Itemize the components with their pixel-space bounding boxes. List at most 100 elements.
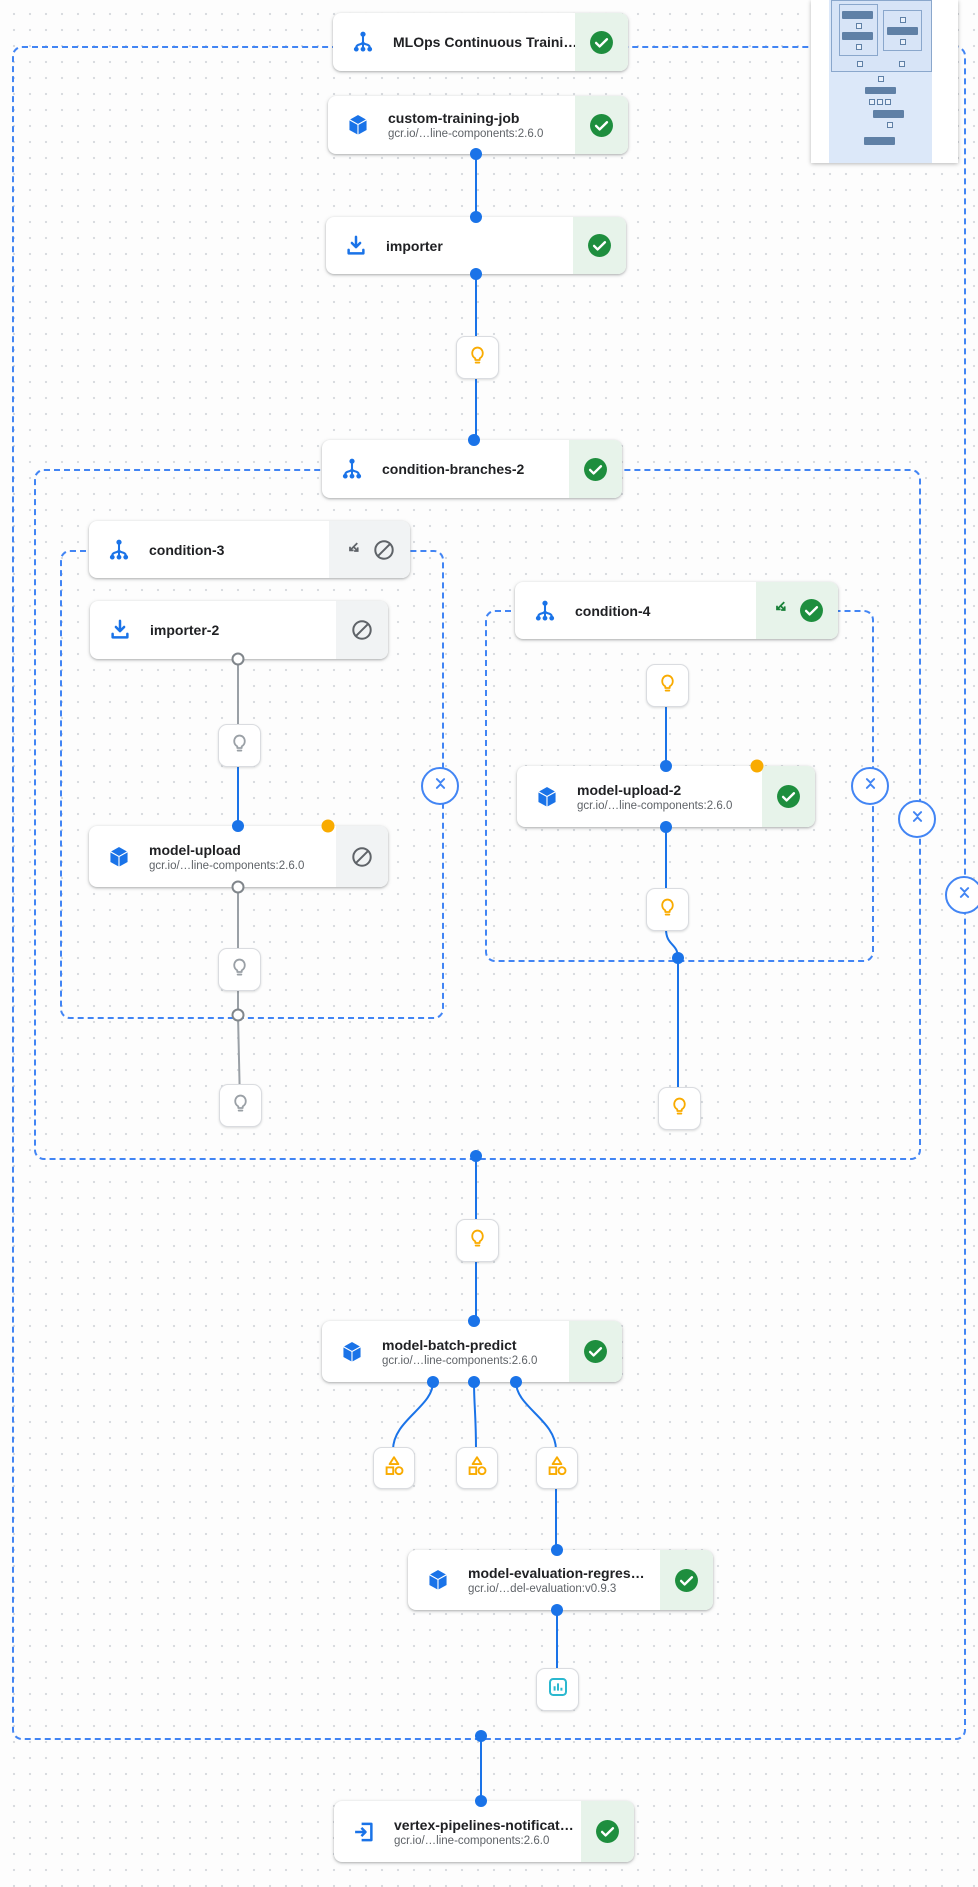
collapse-group-button[interactable] xyxy=(851,767,889,805)
node-condition-branches-2[interactable]: condition-branches-2 xyxy=(322,440,622,498)
artifact-node[interactable] xyxy=(373,1447,415,1489)
node-subtitle: gcr.io/…line-components:2.6.0 xyxy=(394,1834,550,1847)
node-title: custom-training-job xyxy=(388,110,520,126)
collapse-chevrons-icon xyxy=(859,772,882,800)
shapes-icon xyxy=(545,1454,569,1483)
lightbulb-icon xyxy=(668,1095,691,1123)
cube-icon xyxy=(322,1339,382,1365)
minimap-node xyxy=(856,44,862,50)
node-mlops-pipeline[interactable]: MLOps Continuous Traini… xyxy=(333,13,628,71)
minimap-node xyxy=(877,99,883,105)
metrics-artifact-node[interactable] xyxy=(536,1668,579,1711)
shapes-icon xyxy=(382,1454,406,1483)
status-badge xyxy=(336,601,388,659)
status-badge xyxy=(569,440,622,498)
check-circle-icon xyxy=(776,784,801,809)
collapse-group-button[interactable] xyxy=(421,767,459,805)
execution-node[interactable] xyxy=(658,1087,701,1130)
node-model-evaluation-regression[interactable]: model-evaluation-regres… gcr.io/…del-eva… xyxy=(408,1550,713,1610)
minimap-node xyxy=(885,99,891,105)
minimap-node xyxy=(887,122,893,128)
execution-node[interactable] xyxy=(218,724,261,767)
cube-icon xyxy=(89,844,149,870)
collapse-chevrons-icon xyxy=(953,881,976,909)
collapse-chevrons-icon xyxy=(906,805,929,833)
node-subtitle: gcr.io/…del-evaluation:v0.9.3 xyxy=(468,1583,617,1595)
minimap-node xyxy=(900,17,906,23)
node-title: model-batch-predict xyxy=(382,1336,517,1353)
status-badge xyxy=(329,521,410,578)
check-circle-icon xyxy=(799,598,824,623)
lightbulb-icon xyxy=(228,956,251,984)
check-circle-icon xyxy=(595,1819,620,1844)
execution-node[interactable] xyxy=(218,948,261,991)
node-condition-4[interactable]: condition-4 xyxy=(515,582,838,639)
node-subtitle: gcr.io/…line-components:2.6.0 xyxy=(382,1354,538,1367)
node-title: model-upload xyxy=(149,841,241,858)
cube-icon xyxy=(328,112,388,138)
blocked-icon xyxy=(350,845,374,869)
node-subtitle: gcr.io/…line-components:2.6.0 xyxy=(577,799,733,812)
download-icon xyxy=(90,617,150,643)
node-vertex-pipelines-notification[interactable]: vertex-pipelines-notificat… gcr.io/…line… xyxy=(334,1801,634,1862)
minimap-node xyxy=(900,39,906,45)
minimap-node xyxy=(856,23,862,29)
cube-icon xyxy=(408,1567,468,1593)
node-importer[interactable]: importer xyxy=(326,217,626,274)
tree-icon xyxy=(333,29,393,55)
node-subtitle: gcr.io/…line-components:2.6.0 xyxy=(388,128,544,140)
execution-node[interactable] xyxy=(456,336,499,379)
node-title: model-evaluation-regres… xyxy=(468,1565,645,1581)
check-circle-icon xyxy=(587,233,612,258)
minimap-node xyxy=(878,76,884,82)
minimap-node xyxy=(869,99,875,105)
node-title: condition-branches-2 xyxy=(382,461,525,477)
collapse-group-button[interactable] xyxy=(945,876,978,914)
minimap-node xyxy=(865,87,896,94)
tree-icon xyxy=(515,598,575,624)
collapse-group-button[interactable] xyxy=(898,800,936,838)
node-title: condition-4 xyxy=(575,602,651,619)
node-custom-training-job[interactable]: custom-training-job gcr.io/…line-compone… xyxy=(328,96,628,154)
node-subtitle: gcr.io/…line-components:2.6.0 xyxy=(149,859,305,872)
node-model-batch-predict[interactable]: model-batch-predict gcr.io/…line-compone… xyxy=(322,1321,622,1382)
node-model-upload[interactable]: model-upload gcr.io/…line-components:2.6… xyxy=(89,826,388,887)
status-badge xyxy=(660,1550,713,1610)
artifact-node[interactable] xyxy=(456,1447,498,1489)
node-title: importer xyxy=(386,237,443,254)
status-badge xyxy=(762,766,815,827)
node-importer-2[interactable]: importer-2 xyxy=(90,601,388,659)
minimap-node xyxy=(887,27,918,35)
node-model-upload-2[interactable]: model-upload-2 gcr.io/…line-components:2… xyxy=(517,766,815,827)
execution-node[interactable] xyxy=(219,1084,262,1127)
status-badge xyxy=(575,96,628,154)
artifact-node[interactable] xyxy=(536,1447,578,1489)
tree-icon xyxy=(322,456,382,482)
status-badge xyxy=(756,582,838,639)
tree-icon xyxy=(89,537,149,563)
node-title: model-upload-2 xyxy=(577,781,682,798)
execution-node[interactable] xyxy=(646,664,689,707)
lightbulb-icon xyxy=(466,344,489,372)
execution-node[interactable] xyxy=(646,888,689,931)
minimap-node xyxy=(842,32,873,40)
status-badge xyxy=(336,826,388,887)
execution-node[interactable] xyxy=(456,1219,499,1262)
lightbulb-icon xyxy=(228,732,251,760)
node-condition-3[interactable]: condition-3 xyxy=(89,521,410,578)
cube-icon xyxy=(517,784,577,810)
minimap-node xyxy=(873,110,904,118)
shapes-icon xyxy=(465,1454,489,1483)
download-icon xyxy=(326,233,386,259)
minimap[interactable] xyxy=(811,0,958,163)
lightbulb-icon xyxy=(656,672,679,700)
lightbulb-icon xyxy=(656,896,679,924)
check-circle-icon xyxy=(589,30,614,55)
node-title: vertex-pipelines-notificat… xyxy=(394,1816,574,1833)
node-title: MLOps Continuous Traini… xyxy=(393,34,575,50)
status-badge xyxy=(581,1801,634,1862)
minimap-node xyxy=(899,61,905,67)
collapse-chevrons-icon xyxy=(429,772,452,800)
split-arrows-icon xyxy=(770,598,791,624)
